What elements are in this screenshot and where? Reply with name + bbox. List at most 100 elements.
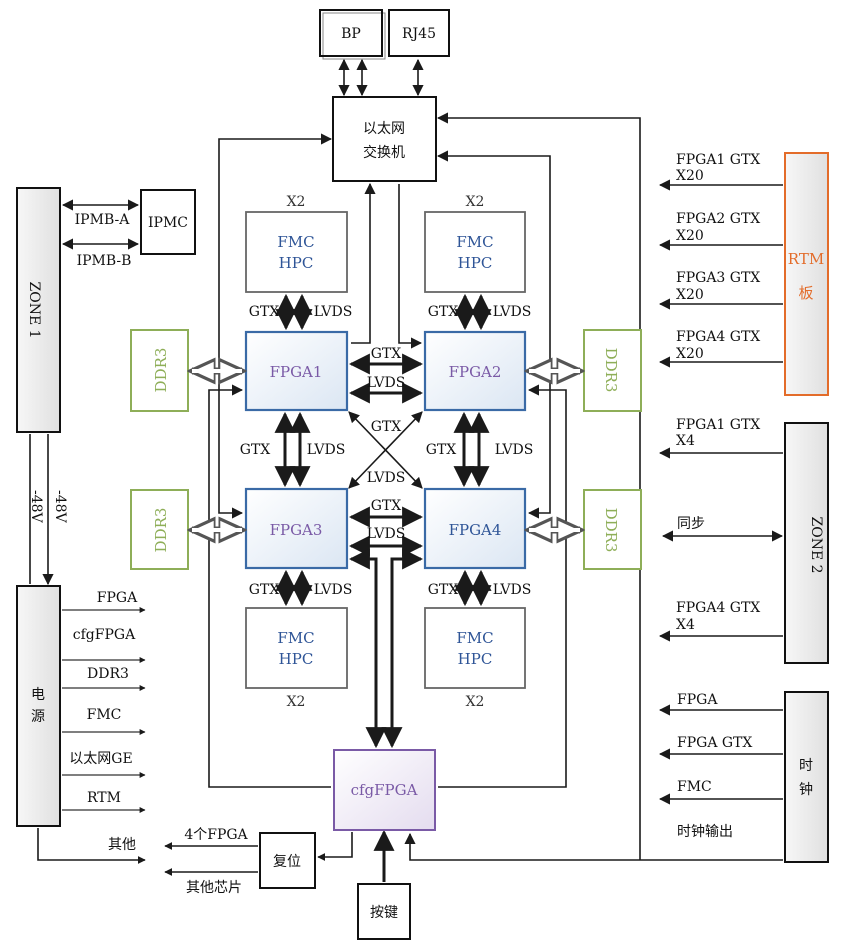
reset-other-chips-label: 其他芯片 (186, 880, 242, 896)
power-out-cfgfpga: cfgFPGA (73, 627, 136, 643)
cfg-fpga1-link (208, 384, 331, 788)
svg-text:LVDS: LVDS (493, 304, 532, 320)
svg-text:FMC: FMC (456, 233, 493, 251)
fpga1-switch-link (351, 182, 376, 344)
rj45-block: RJ45 (388, 9, 450, 57)
cfg-fpga4-link (381, 548, 424, 749)
svg-text:HPC: HPC (458, 650, 493, 668)
svg-text:GTX: GTX (371, 498, 402, 514)
fmc4-x2: X2 (466, 694, 485, 710)
power-outputs: FPGA cfgFPGA DDR3 FMC 以太网GE RTM (62, 590, 146, 813)
svg-text:X20: X20 (676, 287, 704, 303)
svg-text:FMC: FMC (277, 233, 314, 251)
svg-text:LVDS: LVDS (367, 526, 406, 542)
svg-text:FPGA1 GTX: FPGA1 GTX (676, 152, 760, 168)
cfgfpga-block: cfgFPGA (333, 749, 436, 831)
zone2-block: ZONE 2 (784, 422, 829, 664)
ipmb-b-label: IPMB-B (77, 253, 132, 269)
fpga2-block: FPGA2 (423, 330, 527, 412)
fpga4-label: FPGA4 (449, 521, 502, 539)
fpga4-block: FPGA4 (423, 487, 527, 570)
rtm-label-1: RTM (788, 250, 824, 268)
svg-text:FPGA4 GTX: FPGA4 GTX (676, 329, 760, 345)
bp-block: BP (319, 9, 386, 60)
svg-text:FMC: FMC (277, 629, 314, 647)
svg-text:时钟输出: 时钟输出 (677, 823, 733, 840)
fpga2-label: FPGA2 (449, 363, 502, 381)
svg-text:LVDS: LVDS (367, 375, 406, 391)
others-label: 其他 (108, 837, 136, 853)
svg-text:HPC: HPC (279, 254, 314, 272)
svg-text:LVDS: LVDS (307, 442, 346, 458)
svg-text:FMC: FMC (456, 629, 493, 647)
switch-label-2: 交换机 (363, 144, 405, 161)
fmc-top-right: X2 FMC HPC (424, 194, 526, 293)
svg-text:HPC: HPC (279, 650, 314, 668)
ddr3-right-1: DDR3 (583, 329, 642, 412)
zone2-label: ZONE 2 (808, 516, 824, 573)
power-label-1: 电 (31, 687, 45, 703)
svg-text:FPGA3 GTX: FPGA3 GTX (676, 270, 760, 286)
svg-text:LVDS: LVDS (314, 304, 353, 320)
svg-text:LVDS: LVDS (495, 442, 534, 458)
svg-text:同步: 同步 (677, 516, 705, 532)
svg-text:DDR3: DDR3 (152, 508, 170, 553)
switch-label-1: 以太网 (363, 121, 405, 137)
clock-switch-link (436, 112, 641, 860)
svg-text:LVDS: LVDS (493, 582, 532, 598)
ipmc-block: IPMC (140, 189, 196, 255)
clock-output-line (404, 832, 783, 861)
fpga3-label: FPGA3 (270, 521, 323, 539)
svg-text:X4: X4 (676, 617, 695, 633)
power-out-ddr3: DDR3 (87, 666, 129, 682)
fpga2-switch-link (398, 184, 423, 349)
zone1-label: ZONE 1 (26, 281, 42, 338)
fpga3-switch-link (218, 133, 333, 519)
ethernet-switch: 以太网 交换机 (332, 96, 437, 182)
fpga3-block: FPGA3 (244, 487, 349, 570)
fmc1-x2: X2 (287, 194, 306, 210)
power-out-fpga: FPGA (97, 590, 138, 606)
svg-text:FPGA2 GTX: FPGA2 GTX (676, 211, 760, 227)
reset-label: 复位 (273, 853, 301, 870)
minus48v-label-1: -48V (28, 490, 44, 524)
ipmb-a-label: IPMB-A (75, 212, 131, 228)
svg-text:GTX: GTX (371, 346, 402, 362)
svg-text:X4: X4 (676, 433, 695, 449)
power-others-line (37, 828, 146, 864)
svg-text:FPGA GTX: FPGA GTX (677, 735, 752, 751)
svg-text:GTX: GTX (249, 304, 280, 320)
rtm-inputs: FPGA1 GTX X20 FPGA2 GTX X20 FPGA3 GTX X2… (658, 152, 783, 368)
cfg-reset-link (317, 832, 353, 861)
power-out-ethernet: 以太网GE (69, 751, 132, 767)
ddr3-left-2: DDR3 (130, 489, 189, 570)
svg-text:X20: X20 (676, 346, 704, 362)
clock-label-1: 时 (799, 758, 813, 774)
svg-text:LVDS: LVDS (367, 470, 406, 486)
svg-text:FMC: FMC (677, 779, 712, 795)
svg-text:X20: X20 (676, 168, 704, 184)
clock-block: 时 钟 (784, 691, 829, 863)
reset-4fpga-label: 4个FPGA (184, 827, 248, 843)
fpga1-block: FPGA1 (244, 330, 349, 412)
ddr3-right-2: DDR3 (583, 489, 642, 570)
svg-text:FPGA: FPGA (677, 692, 718, 708)
power-label-2: 源 (31, 709, 45, 725)
button-label: 按键 (370, 905, 398, 921)
ddr3-links (192, 371, 580, 530)
fpga1-label: FPGA1 (270, 363, 323, 381)
svg-text:DDR3: DDR3 (602, 508, 620, 553)
power-out-fmc: FMC (87, 707, 122, 723)
svg-text:FPGA4 GTX: FPGA4 GTX (676, 600, 760, 616)
svg-text:DDR3: DDR3 (602, 348, 620, 393)
svg-text:GTX: GTX (371, 419, 402, 435)
ddr3-left-1: DDR3 (130, 329, 189, 412)
fpga4-switch-link (436, 150, 551, 519)
minus48v-label-2: -48V (52, 490, 68, 524)
cfgfpga-label: cfgFPGA (351, 781, 418, 799)
cfg-fpga2-link (438, 384, 567, 788)
reset-block: 复位 (259, 832, 316, 889)
power-out-rtm: RTM (87, 790, 121, 806)
button-block: 按键 (357, 883, 411, 940)
